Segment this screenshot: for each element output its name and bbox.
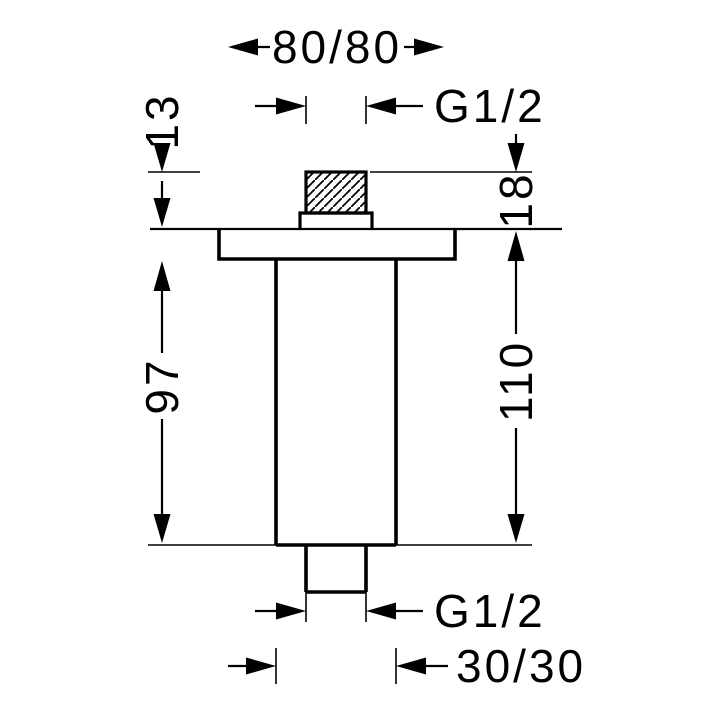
fixture-outline: [150, 170, 562, 594]
dim-bottom-thread: G1/2: [255, 585, 546, 637]
thread-collar: [298, 211, 374, 229]
arrowhead-down-icon: [153, 198, 171, 227]
dim-bottom-width-label: 30/30: [456, 640, 586, 692]
pipe-body: [274, 259, 398, 547]
dim-top-width-label: 80/80: [272, 21, 402, 73]
arrowhead-up-icon: [153, 261, 171, 291]
dim-top-width: 80/80: [228, 21, 444, 73]
arrowhead-down-icon: [507, 514, 525, 543]
dim-pipe-length: 97: [136, 261, 188, 543]
arrowhead-down-icon: [507, 143, 525, 172]
dim-stub-height-label: 18: [490, 171, 542, 228]
dim-pipe-length-label: 97: [136, 357, 188, 414]
outlet-stub: [304, 545, 368, 594]
dim-bottom-thread-label: G1/2: [434, 585, 546, 637]
arrowhead-left-icon: [366, 602, 396, 620]
arrowhead-right-icon: [276, 602, 306, 620]
dim-stub-height: 18: [490, 134, 542, 229]
thread-hatching: [305, 171, 367, 214]
arrowhead-right-icon: [414, 38, 444, 56]
arrowhead-right-icon: [246, 657, 276, 675]
dim-thread-height: 13: [136, 92, 188, 227]
dim-bottom-width: 30/30: [228, 640, 586, 692]
arrowhead-left-icon: [396, 657, 426, 675]
arrowhead-left-icon: [228, 38, 258, 56]
arrowhead-left-icon: [366, 97, 396, 115]
arrowhead-down-icon: [153, 514, 171, 543]
dim-total-length: 110: [490, 231, 542, 543]
arrowhead-up-icon: [507, 231, 525, 261]
dim-top-thread: G1/2: [255, 80, 546, 132]
arrowhead-right-icon: [276, 97, 306, 115]
escutcheon-plate: [217, 229, 457, 261]
dim-top-thread-label: G1/2: [434, 80, 546, 132]
dim-total-length-label: 110: [490, 340, 542, 422]
arrowhead-down-icon: [153, 143, 171, 172]
dim-thread-height-label: 13: [136, 92, 188, 149]
